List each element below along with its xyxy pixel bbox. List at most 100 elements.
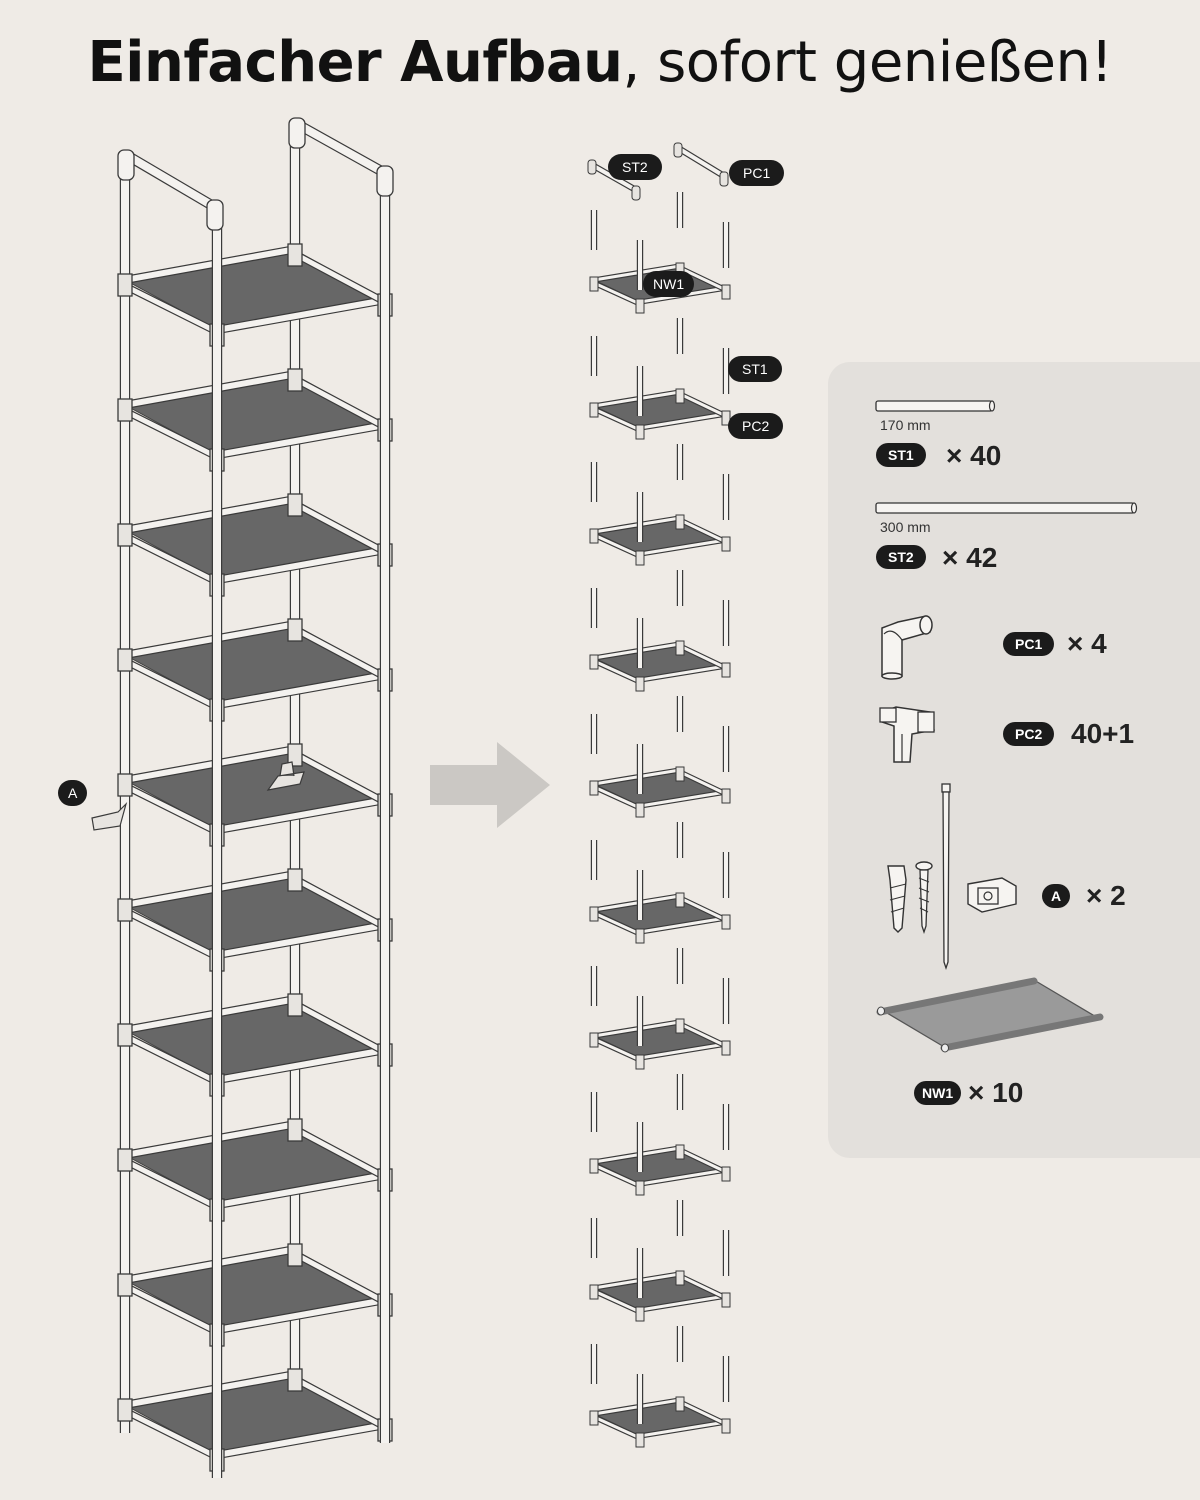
exploded-tier bbox=[589, 1326, 731, 1448]
rail-right-fill bbox=[216, 922, 386, 958]
rail-right-fill bbox=[216, 672, 386, 708]
rail-right-fill bbox=[216, 1172, 386, 1208]
rail-right-fill bbox=[639, 1168, 727, 1186]
rail-right-fill bbox=[639, 790, 727, 808]
tee-connector bbox=[635, 550, 645, 566]
rail-left-fill bbox=[124, 747, 292, 783]
assembled-tier bbox=[117, 493, 393, 597]
rail-left-fill bbox=[124, 997, 292, 1033]
assembled-tier bbox=[117, 1243, 393, 1347]
pc2-qty: 40+1 bbox=[1071, 718, 1135, 749]
exploded-tier bbox=[589, 444, 731, 566]
loose-handle-pc1-fill bbox=[676, 146, 726, 178]
shelf-fabric bbox=[123, 249, 387, 331]
shelf-fabric bbox=[123, 499, 387, 581]
tee-connector bbox=[287, 1118, 303, 1142]
rail-front-fill bbox=[123, 1158, 219, 1210]
rail-front-fill bbox=[123, 1408, 219, 1460]
st1-qty: × 40 bbox=[946, 440, 1002, 471]
wall-anchor-kit-icon bbox=[887, 783, 1017, 971]
rail-back-fill bbox=[679, 1400, 727, 1426]
tee-connector bbox=[117, 1148, 133, 1172]
callout-st2: ST2 bbox=[608, 154, 662, 180]
tee-connector bbox=[117, 648, 133, 672]
assembled-tier bbox=[117, 618, 393, 722]
rail-back-fill bbox=[679, 644, 727, 670]
shelf-fabric bbox=[123, 999, 387, 1081]
elbow-connector bbox=[288, 117, 306, 149]
tee-connector bbox=[589, 276, 599, 292]
panel-parts-drawings bbox=[875, 400, 1138, 1053]
strap-sketch bbox=[266, 761, 305, 791]
rail-right-fill bbox=[639, 538, 727, 556]
page-title: Einfacher Aufbau, sofort genießen! bbox=[0, 30, 1200, 95]
tee-connector bbox=[287, 868, 303, 892]
tee-connector bbox=[287, 1243, 303, 1267]
rail-right-fill bbox=[216, 797, 386, 833]
tee-connector bbox=[635, 676, 645, 692]
callout-pc1: PC1 bbox=[729, 160, 785, 186]
rail-back-fill bbox=[293, 1376, 387, 1430]
elbow-connector bbox=[376, 165, 394, 197]
assembled-tier bbox=[117, 743, 393, 847]
tee-connector bbox=[721, 662, 731, 678]
right-arrow-icon bbox=[430, 742, 550, 828]
tee-connector bbox=[287, 1368, 303, 1392]
rail-right-fill bbox=[639, 916, 727, 934]
tee-connector bbox=[675, 1018, 685, 1034]
elbow-connector-icon bbox=[881, 615, 933, 680]
exploded-tier bbox=[589, 1074, 731, 1196]
shelf-fabric bbox=[123, 374, 387, 456]
assembled-shelf bbox=[91, 117, 394, 1478]
a-qty: × 2 bbox=[1086, 880, 1126, 911]
rail-back-fill bbox=[679, 1274, 727, 1300]
rail-back-fill bbox=[293, 1126, 387, 1180]
assembled-tier bbox=[117, 868, 393, 972]
tee-connector bbox=[589, 1158, 599, 1174]
tee-connector bbox=[675, 766, 685, 782]
tee-connector bbox=[589, 1284, 599, 1300]
rail-back-fill bbox=[293, 251, 387, 305]
tee-connector bbox=[287, 493, 303, 517]
st2-tube-icon bbox=[875, 502, 1138, 514]
tee-connector bbox=[589, 1032, 599, 1048]
tee-connector bbox=[675, 1270, 685, 1286]
st2-qty: × 42 bbox=[942, 542, 998, 573]
rail-front-fill bbox=[123, 283, 219, 335]
assembled-tier bbox=[117, 243, 393, 347]
tee-connector bbox=[675, 388, 685, 404]
pc2-badge: PC2 bbox=[1003, 722, 1055, 746]
exploded-tier bbox=[589, 948, 731, 1070]
assembled-tier bbox=[117, 993, 393, 1097]
tee-connector bbox=[721, 1166, 731, 1182]
rail-right-fill bbox=[216, 422, 386, 458]
tee-connector bbox=[589, 906, 599, 922]
rail-left-fill bbox=[124, 622, 292, 658]
rail-right-fill bbox=[216, 1422, 386, 1458]
rail-right-fill bbox=[639, 1294, 727, 1312]
assembled-tier bbox=[117, 1368, 393, 1472]
tee-connector-icon bbox=[879, 706, 935, 763]
tee-connector bbox=[675, 1144, 685, 1160]
rail-front-fill bbox=[123, 908, 219, 960]
exploded-tier bbox=[589, 318, 731, 440]
rail-left-fill bbox=[124, 1372, 292, 1408]
rail-right-fill bbox=[639, 1042, 727, 1060]
rail-back-fill bbox=[679, 1148, 727, 1174]
rail-front-fill bbox=[593, 407, 641, 432]
tee-connector bbox=[635, 298, 645, 314]
shelf-fabric bbox=[123, 749, 387, 831]
rail-front-fill bbox=[123, 1033, 219, 1085]
rail-right-fill bbox=[216, 1047, 386, 1083]
tee-connector bbox=[635, 1306, 645, 1322]
tee-connector bbox=[287, 618, 303, 642]
elbow-connector bbox=[587, 159, 597, 175]
pc1-badge: PC1 bbox=[1003, 632, 1055, 656]
st2-length: 300 mm bbox=[880, 519, 931, 535]
shelf-fabric bbox=[123, 1124, 387, 1206]
tee-connector bbox=[117, 523, 133, 547]
rail-right-fill bbox=[216, 547, 386, 583]
callout-nw1: NW1 bbox=[643, 271, 695, 297]
tee-connector bbox=[117, 398, 133, 422]
tee-connector bbox=[721, 284, 731, 300]
